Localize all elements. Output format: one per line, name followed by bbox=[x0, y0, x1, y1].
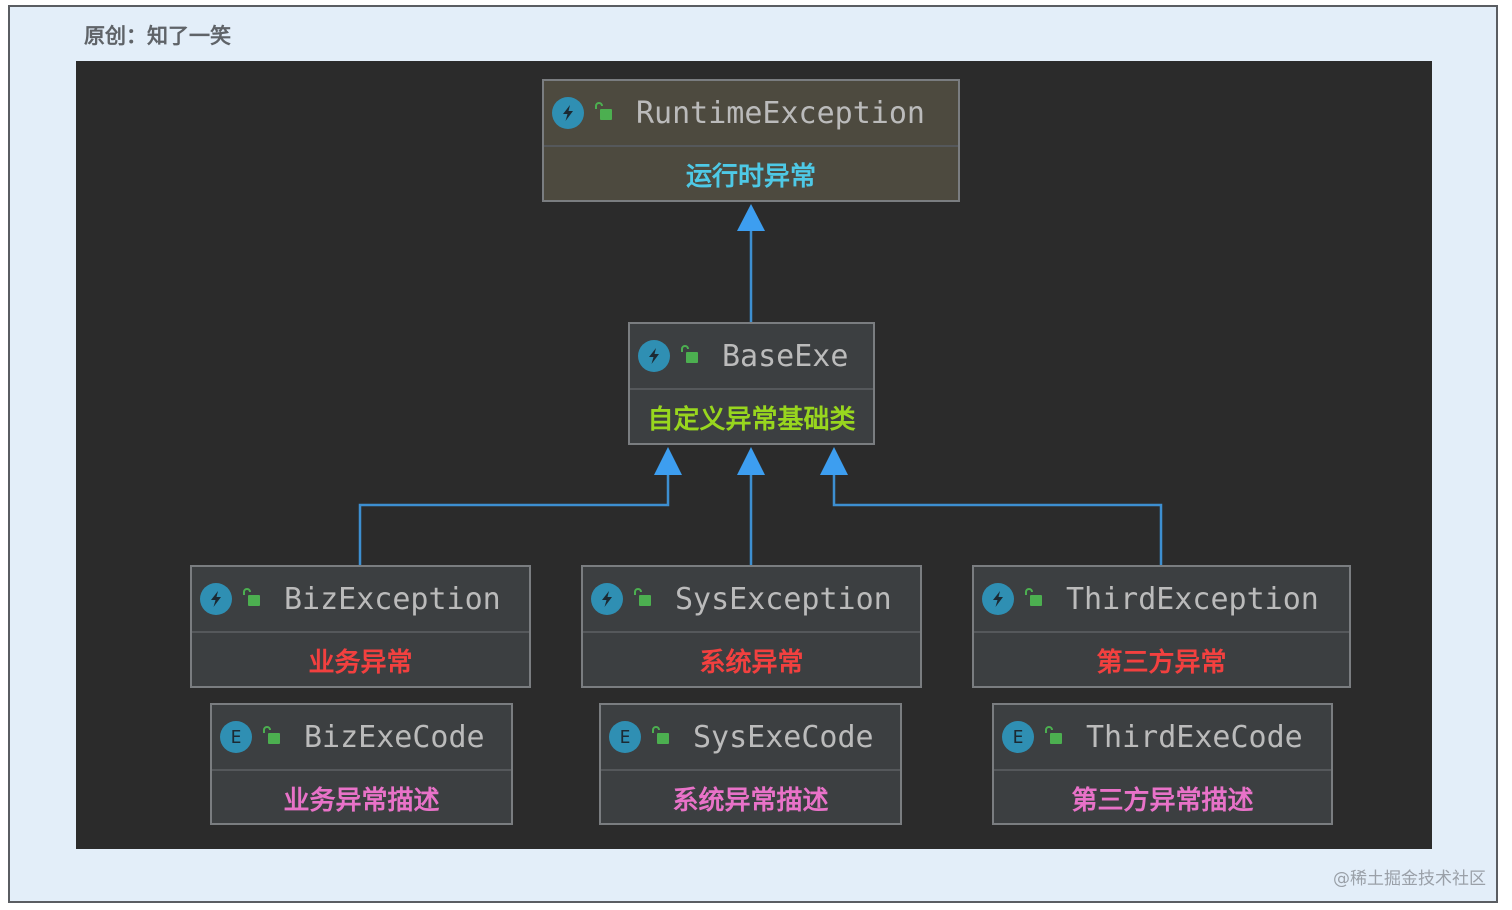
node-biz-exception[interactable]: BizException 业务异常 bbox=[190, 565, 531, 688]
exception-class-icon bbox=[552, 97, 584, 129]
exception-class-icon bbox=[591, 583, 623, 615]
enum-icon: E bbox=[220, 721, 252, 753]
class-name: RuntimeException bbox=[636, 95, 925, 131]
class-description: 业务异常 bbox=[308, 647, 413, 678]
node-third-exception[interactable]: ThirdException 第三方异常 bbox=[972, 565, 1351, 688]
class-description: 自定义异常基础类 bbox=[647, 404, 856, 435]
arrowhead-runtime bbox=[737, 204, 765, 231]
class-description: 第三方异常描述 bbox=[1071, 785, 1254, 816]
class-name: BizExeCode bbox=[304, 719, 485, 755]
exception-class-icon bbox=[982, 583, 1014, 615]
class-name: ThirdExeCode bbox=[1086, 719, 1303, 755]
node-sys-exception[interactable]: SysException 系统异常 bbox=[581, 565, 922, 688]
unlocked-icon bbox=[649, 724, 671, 750]
exception-class-icon bbox=[638, 340, 670, 372]
node-base-exe[interactable]: BaseExe 自定义异常基础类 bbox=[628, 322, 875, 445]
author-caption: 原创：知了一笑 bbox=[84, 24, 231, 48]
watermark: @稀土掘金技术社区 bbox=[1333, 869, 1486, 889]
arrowhead-base-left bbox=[654, 447, 682, 475]
unlocked-icon bbox=[1042, 724, 1064, 750]
node-biz-exe-code[interactable]: E BizExeCode 业务异常描述 bbox=[210, 703, 513, 825]
class-name: ThirdException bbox=[1066, 581, 1319, 617]
link-biz-to-base bbox=[358, 474, 670, 565]
unlocked-icon bbox=[240, 586, 262, 612]
unlocked-icon bbox=[678, 343, 700, 369]
unlocked-icon bbox=[592, 100, 614, 126]
class-description: 运行时异常 bbox=[685, 161, 816, 192]
class-description: 业务异常描述 bbox=[283, 785, 440, 816]
node-sys-exe-code[interactable]: E SysExeCode 系统异常描述 bbox=[599, 703, 902, 825]
unlocked-icon bbox=[1022, 586, 1044, 612]
class-name: BizException bbox=[284, 581, 501, 617]
arrowhead-base-center bbox=[737, 447, 765, 475]
unlocked-icon bbox=[260, 724, 282, 750]
node-runtime-exception[interactable]: RuntimeException 运行时异常 bbox=[542, 79, 960, 202]
arrowhead-base-right bbox=[820, 447, 848, 475]
enum-icon: E bbox=[609, 721, 641, 753]
class-name: BaseExe bbox=[722, 338, 849, 374]
enum-icon: E bbox=[1002, 721, 1034, 753]
exception-class-icon bbox=[200, 583, 232, 615]
class-description: 系统异常 bbox=[699, 647, 804, 678]
class-name: SysExeCode bbox=[693, 719, 874, 755]
link-third-to-base bbox=[832, 474, 1163, 565]
node-third-exe-code[interactable]: E ThirdExeCode 第三方异常描述 bbox=[992, 703, 1333, 825]
unlocked-icon bbox=[631, 586, 653, 612]
class-description: 系统异常描述 bbox=[672, 785, 829, 816]
class-description: 第三方异常 bbox=[1096, 647, 1227, 678]
class-name: SysException bbox=[675, 581, 892, 617]
